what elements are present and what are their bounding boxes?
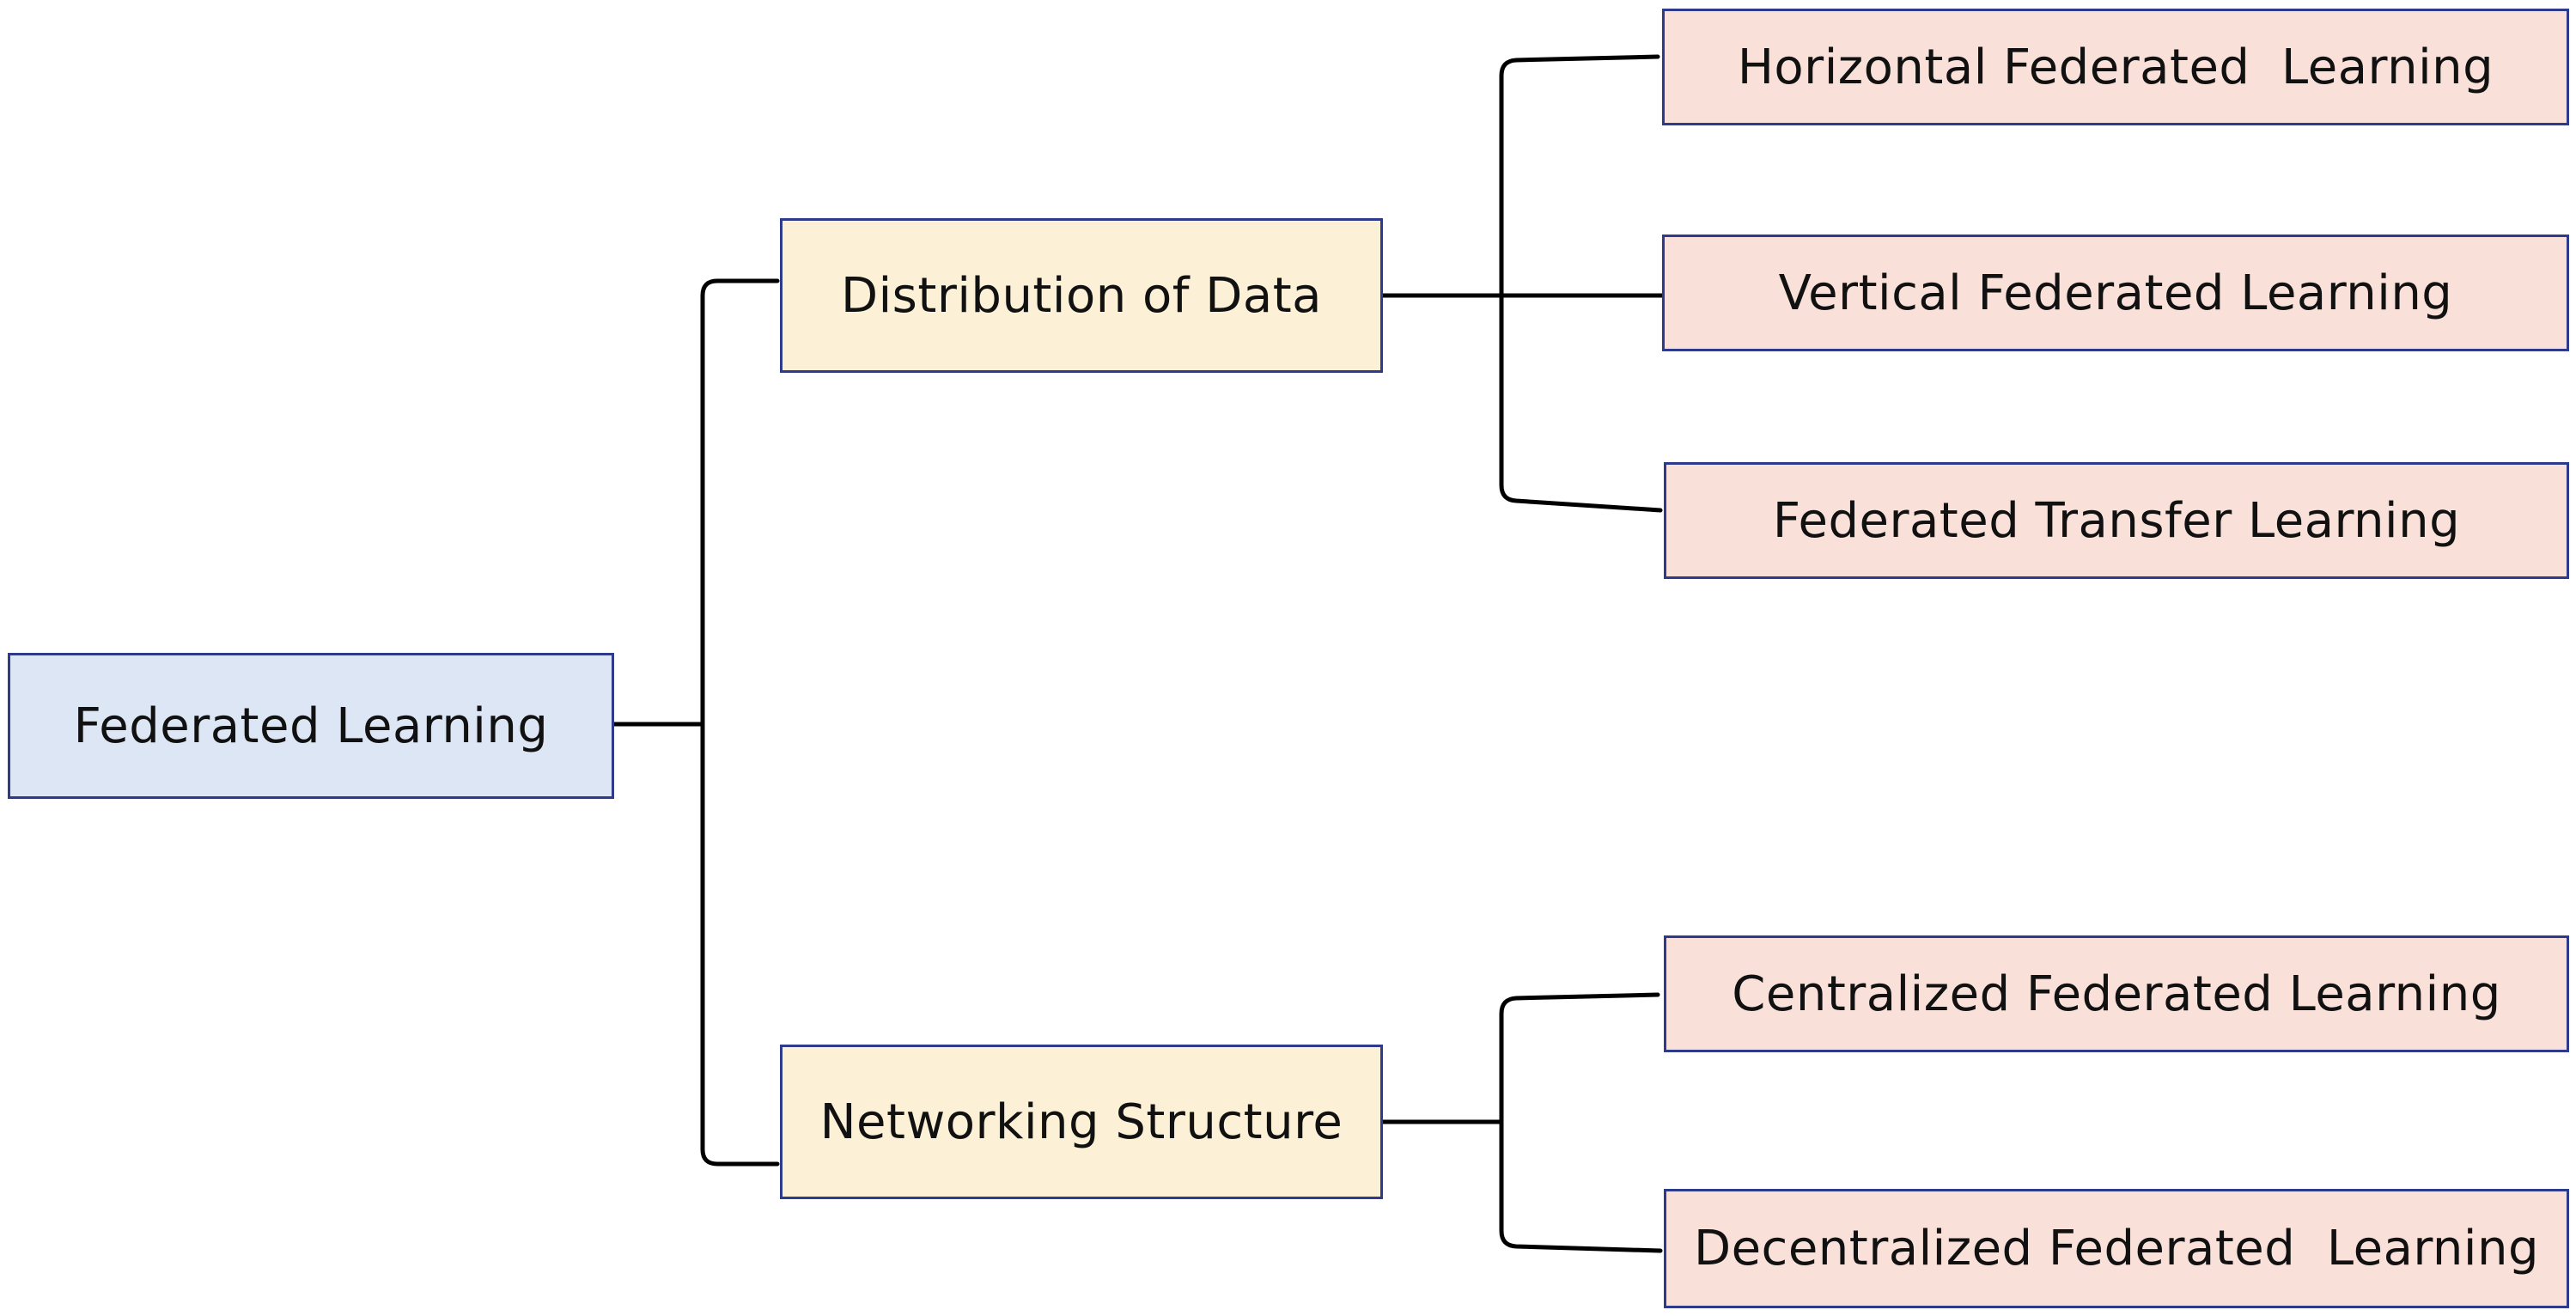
leaf-node-decentralized-federated-learning: Decentralized Federated Learning <box>1664 1189 2569 1308</box>
root-node-federated-learning: Federated Learning <box>8 653 614 799</box>
leaf-node-label: Decentralized Federated Learning <box>1693 1221 2540 1276</box>
net-bracket-connector <box>1499 992 1663 1253</box>
leaf-node-centralized-federated-learning: Centralized Federated Learning <box>1664 935 2569 1052</box>
root-node-label: Federated Learning <box>73 698 549 754</box>
data-bracket-connector <box>1499 54 1663 513</box>
leaf-node-label: Centralized Federated Learning <box>1732 966 2501 1022</box>
leaf-node-vertical-federated-learning: Vertical Federated Learning <box>1662 235 2569 351</box>
root-bracket-connector <box>700 278 780 1167</box>
category-node-label: Networking Structure <box>819 1094 1343 1150</box>
leaf-node-label: Federated Transfer Learning <box>1772 492 2461 549</box>
leaf-node-federated-transfer-learning: Federated Transfer Learning <box>1664 462 2569 579</box>
leaf-node-label: Vertical Federated Learning <box>1778 265 2453 321</box>
category-node-label: Distribution of Data <box>841 267 1322 324</box>
leaf-node-horizontal-federated-learning: Horizontal Federated Learning <box>1662 9 2569 125</box>
leaf-node-label: Horizontal Federated Learning <box>1737 39 2494 95</box>
category-node-distribution-of-data: Distribution of Data <box>780 218 1383 373</box>
category-node-networking-structure: Networking Structure <box>780 1045 1383 1199</box>
